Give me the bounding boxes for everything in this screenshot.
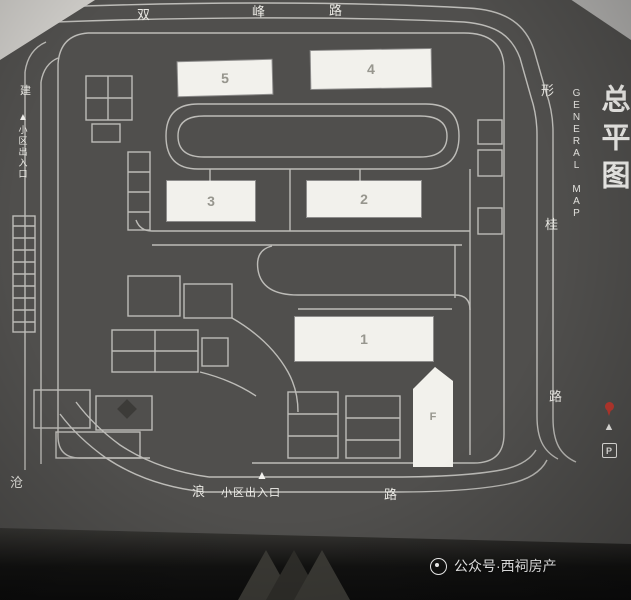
- legend-entrance-icon: ▲: [603, 421, 615, 433]
- building-f-label: F: [429, 411, 437, 423]
- road-left-char-1: 建: [20, 85, 31, 97]
- left-entrance: ▲ 小区出入口: [13, 112, 33, 185]
- building-f: F: [413, 367, 453, 467]
- road-top-char-2: 峰: [252, 4, 266, 19]
- sign-title-cn: 总平图: [597, 84, 629, 198]
- dark-diamond-mark: [117, 399, 137, 419]
- building-2: 2: [307, 181, 421, 217]
- building-3-label: 3: [207, 193, 215, 209]
- siteplan-linework: [12, 2, 577, 493]
- left-entrance-marker-icon: ▲: [18, 112, 28, 123]
- road-top-char-3: 路: [329, 3, 343, 18]
- building-3: 3: [167, 181, 255, 221]
- building-1-label: 1: [360, 331, 368, 347]
- road-right-char-3: 路: [549, 389, 563, 404]
- building-2-label: 2: [360, 191, 368, 207]
- road-bottom-char-2: 浪: [192, 484, 206, 499]
- legend: ▲ P: [597, 402, 621, 458]
- bottom-entrance-label: 小区出入口: [221, 487, 281, 499]
- legend-parking-icon: P: [601, 443, 617, 458]
- sign-title-en: GENERAL MAP: [571, 88, 582, 220]
- watermark: 公众号·西祠房产: [430, 556, 557, 576]
- watermark-text: 公众号·西祠房产: [454, 558, 557, 574]
- building-1: 1: [295, 317, 433, 361]
- bottom-entrance-marker-icon: ▲: [256, 468, 268, 482]
- road-top-char-1: 双: [137, 7, 151, 22]
- road-bottom-char-3: 路: [384, 487, 398, 502]
- road-right-char-1: 形: [541, 83, 555, 98]
- legend-location-icon: [604, 402, 614, 416]
- road-right-char-2: 桂: [545, 217, 559, 232]
- watermark-icon: [430, 557, 447, 575]
- road-bottom-char-1: 沧: [10, 475, 24, 490]
- left-entrance-label: 小区出入口: [17, 125, 28, 180]
